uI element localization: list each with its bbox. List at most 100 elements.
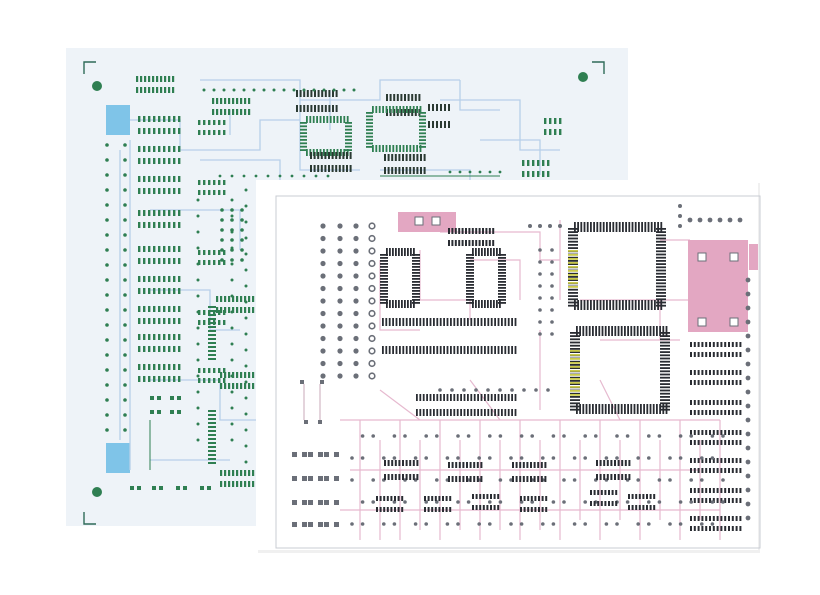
ic-pin: [248, 296, 251, 302]
ic-pin: [148, 364, 151, 370]
ic-pin: [383, 507, 386, 512]
ic-pin: [402, 167, 404, 174]
qfp-pin: [345, 139, 352, 141]
ic-pin: [611, 501, 614, 506]
qfp-pin: [300, 149, 307, 151]
ic-pin: [526, 476, 529, 482]
ic-pin: [600, 501, 603, 506]
ic-pin: [712, 440, 715, 445]
edge-pad: [105, 428, 109, 432]
smd-cap-pad: [152, 486, 156, 490]
ic-pin: [731, 526, 734, 531]
via-pad: [435, 500, 439, 504]
ic-pin: [559, 118, 562, 124]
qfp-pin: [570, 348, 580, 350]
qfp-pin: [419, 129, 426, 131]
ic-pin: [178, 146, 181, 152]
smd-pad: [318, 522, 323, 527]
qfp-pin: [611, 404, 613, 414]
ic-pin: [628, 505, 630, 510]
edge-pad: [105, 338, 109, 342]
ic-pin: [213, 180, 216, 185]
qfp-pin: [656, 228, 666, 230]
ic-pin: [693, 342, 696, 347]
ic-pin: [158, 288, 161, 294]
qfp-pin: [634, 300, 637, 310]
ic-pin: [450, 409, 452, 416]
via-pad: [244, 460, 248, 464]
ic-pin: [631, 494, 634, 499]
soic-left: [138, 210, 181, 228]
qfp-pin: [608, 326, 610, 336]
ic-pin: [697, 526, 700, 531]
ic-pin: [701, 458, 704, 463]
ic-pin: [690, 526, 692, 531]
ic-pin: [158, 128, 161, 134]
ic-pin: [728, 410, 730, 415]
qfp-pin: [366, 125, 373, 128]
ic-pin: [542, 160, 545, 166]
smd-cap-pad: [170, 410, 174, 414]
edge-pad: [105, 203, 109, 207]
soic-right: [690, 458, 742, 473]
ic-pin: [739, 342, 742, 347]
ic-pin: [405, 318, 408, 326]
via-pad: [292, 88, 296, 92]
ic-pin: [720, 516, 723, 521]
ic-pin: [158, 210, 161, 216]
qfp-pin: [568, 231, 578, 233]
sip-pin: [208, 450, 216, 452]
ic-pin: [735, 370, 738, 375]
qfp-pin: [300, 128, 307, 131]
smd-cap-pad: [176, 486, 180, 490]
ic-pin: [342, 152, 345, 159]
ic-pin: [728, 468, 730, 473]
qfp-pin: [316, 116, 318, 123]
soic-small: [198, 180, 226, 195]
qfp-pin: [660, 367, 670, 369]
qfp-pin: [656, 269, 666, 272]
soic-left: [138, 116, 181, 134]
ic-pin: [198, 260, 201, 265]
ic-pin: [527, 171, 530, 177]
ic-pin: [138, 222, 141, 228]
ic-pin: [178, 116, 181, 122]
ic-pin: [628, 494, 630, 499]
ic-pin: [405, 460, 408, 466]
ic-pin: [448, 121, 450, 128]
edge-pad: [123, 323, 127, 327]
ic-pin: [716, 516, 719, 521]
ic-pin: [317, 152, 320, 159]
ic-pin: [473, 394, 476, 401]
qfp-pin: [659, 326, 661, 336]
qfp-pin: [466, 281, 474, 283]
ic-pin: [507, 394, 510, 401]
qfp-pin: [570, 332, 580, 334]
sip-pin: [208, 418, 216, 420]
ic-pin: [617, 460, 620, 466]
qfp-pin: [570, 392, 580, 395]
qfp-pin: [660, 389, 670, 392]
ic-pin: [412, 318, 415, 326]
ic-pin: [178, 276, 181, 282]
ic-pin: [418, 94, 421, 101]
qfp-pin: [656, 250, 666, 253]
ic-pin: [522, 462, 525, 468]
qfp-pin: [345, 128, 352, 131]
via-pad: [462, 388, 466, 392]
via-pad: [538, 320, 542, 324]
ic-pin: [497, 505, 500, 510]
edge-pad: [123, 428, 127, 432]
via-pad: [550, 320, 554, 324]
ic-pin: [394, 167, 397, 174]
via-pad: [230, 258, 234, 262]
ic-pin: [484, 409, 486, 416]
qfp-pin: [612, 222, 615, 232]
ic-pin: [163, 276, 166, 282]
ic-pin: [416, 474, 419, 480]
ic-pin: [392, 318, 394, 326]
ic-pin: [701, 380, 704, 385]
ic-pin: [173, 210, 176, 216]
ic-pin: [731, 468, 734, 473]
qfp-pin: [656, 279, 666, 281]
